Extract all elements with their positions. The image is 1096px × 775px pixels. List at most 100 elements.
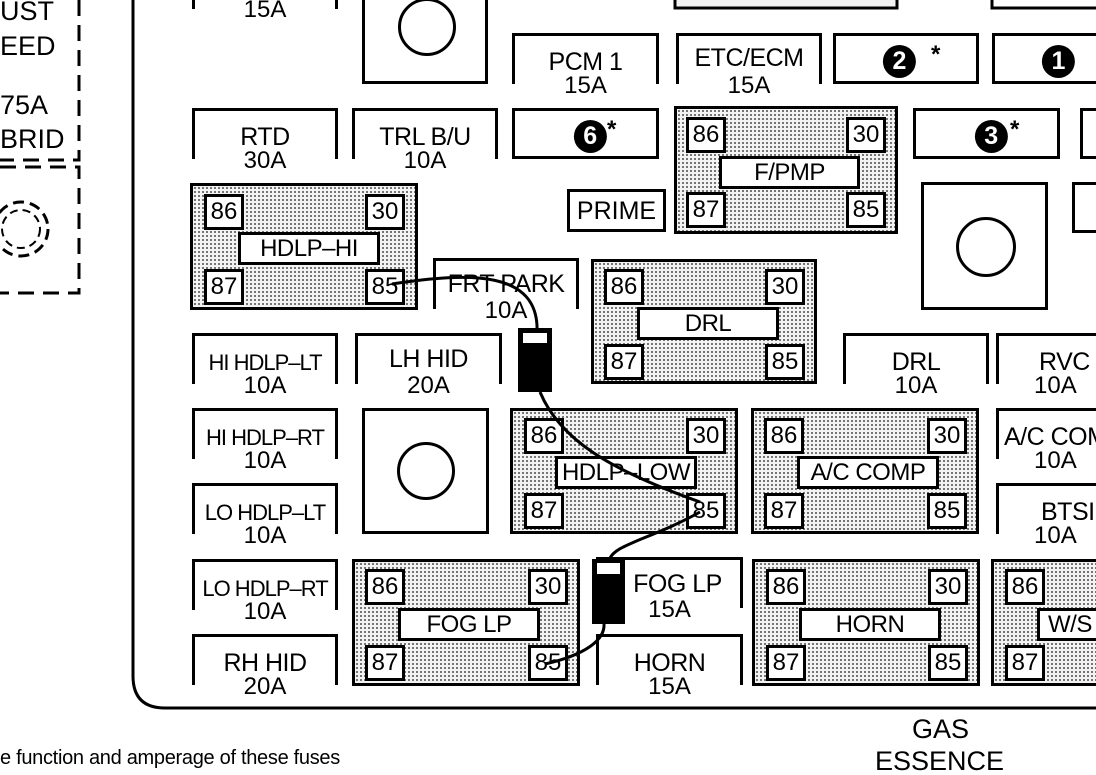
relay-fog-lp-pin-85: 85: [528, 645, 568, 681]
fuse-numbered-2: 2 *: [833, 33, 979, 84]
test-probe-upper: [518, 328, 552, 392]
socket-middle: [362, 408, 489, 534]
fuse-hi-hdlp-rt: HI HDLP–RT 10A: [192, 408, 338, 474]
relay-fog-lp-pin-86: 86: [365, 569, 405, 605]
relay-ac-comp: 86 30 87 85 A/C COMP: [751, 408, 979, 534]
relay-fog-lp: 86 30 87 85 FOG LP: [352, 559, 580, 686]
relay-hdlp-hi-pin-85: 85: [365, 269, 405, 305]
relay-fpmp-pin-86: 86: [686, 117, 726, 153]
relay-ws-pin-86: 86: [1005, 569, 1045, 605]
fuse-horn-amp: 15A: [643, 674, 696, 700]
fuse-edge-right-2: [1072, 182, 1096, 233]
fuse-etc-ecm-name: ETC/ECM: [694, 44, 805, 72]
fuse-fog-lp: FOG LP 15A: [596, 557, 743, 623]
relay-ws-label: W/S: [1037, 608, 1096, 641]
prime-connector: PRIME: [567, 189, 666, 232]
left-text-line3: 75A: [0, 90, 49, 120]
fuse-lh-hid: LH HID 20A: [355, 333, 502, 399]
fuse-pcm1: PCM 1 15A: [512, 33, 659, 99]
relay-horn-label: HORN: [799, 608, 941, 641]
relay-fpmp: 86 30 87 85 F/PMP: [674, 106, 898, 234]
fuse-rtd-name: RTD: [240, 123, 290, 151]
fuse-hi-hdlp-lt: HI HDLP–LT 10A: [192, 333, 338, 399]
fuse-btsi: BTSI 10A: [996, 483, 1096, 549]
relay-drl-pin-87: 87: [604, 344, 644, 380]
fuse-rh-hid: RH HID 20A: [192, 634, 338, 700]
relay-drl-pin-30: 30: [765, 269, 805, 305]
fuse-fog-lp-amp: 15A: [643, 597, 696, 623]
fuse-hi-hdlp-lt-amp: 10A: [238, 373, 292, 399]
fuse-btsi-amp: 10A: [1029, 523, 1082, 549]
relay-horn-pin-30: 30: [928, 569, 968, 605]
fuse-lo-hdlp-rt: LO HDLP–RT 10A: [192, 559, 338, 625]
fuse-ac-com: A/C COM 10A: [996, 408, 1096, 474]
fuse-frt-park-name: FRT PARK: [447, 270, 565, 298]
fuse-lo-hdlp-lt: LO HDLP–LT 10A: [192, 483, 338, 549]
fuse-pcm1-amp: 15A: [559, 73, 612, 99]
fuse-ac-com-name: A/C COM: [1004, 423, 1096, 451]
relay-drl-pin-86: 86: [604, 269, 644, 305]
number-6-badge: 6: [573, 120, 607, 153]
relay-ac-comp-pin-87: 87: [764, 493, 804, 529]
fuse-rtd-amp: 30A: [238, 148, 292, 174]
relay-hdlp-hi: 86 30 87 85 HDLP–HI: [190, 183, 418, 310]
asterisk-2: *: [931, 41, 941, 68]
relay-hdlp-low-pin-30: 30: [686, 418, 726, 454]
fuse-lo-hdlp-rt-name: LO HDLP–RT: [202, 576, 328, 601]
fuse-lh-hid-amp: 20A: [402, 373, 455, 399]
fuse-hi-hdlp-lt-name: HI HDLP–LT: [208, 350, 322, 375]
number-3-badge: 3: [974, 120, 1008, 153]
number-2-badge: 2: [882, 45, 916, 78]
relay-hdlp-hi-pin-86: 86: [204, 194, 244, 230]
fuse-numbered-1: 1: [992, 33, 1096, 84]
relay-hdlp-hi-label: HDLP–HI: [238, 232, 380, 265]
fuse-btsi-name: BTSI: [1041, 498, 1095, 526]
relay-drl-label: DRL: [637, 307, 779, 340]
socket-top: [362, 0, 488, 84]
fuse-ac-com-amp: 10A: [1029, 448, 1082, 474]
relay-fog-lp-pin-87: 87: [365, 645, 405, 681]
relay-fog-lp-pin-30: 30: [528, 569, 568, 605]
footer-gas: GAS: [912, 714, 970, 744]
relay-hdlp-low-label: HDLP–LOW: [555, 456, 697, 489]
relay-fpmp-pin-87: 87: [686, 192, 726, 228]
relay-ac-comp-pin-85: 85: [927, 493, 967, 529]
fuse-drl-name: DRL: [891, 348, 941, 376]
relay-fpmp-pin-30: 30: [846, 117, 886, 153]
fuse-lo-hdlp-lt-amp: 10A: [238, 523, 292, 549]
relay-ac-comp-pin-30: 30: [927, 418, 967, 454]
fuse-rh-hid-amp: 20A: [238, 674, 292, 700]
fuse-lh-hid-name: LH HID: [389, 345, 468, 373]
relay-fog-lp-label: FOG LP: [398, 608, 540, 641]
asterisk-3: *: [1010, 116, 1020, 143]
fuse-edge-right: [1080, 108, 1096, 159]
fuse-fog-lp-name: FOG LP: [633, 570, 722, 598]
relay-ac-comp-pin-86: 86: [764, 418, 804, 454]
fuse-trl-bu-name: TRL B/U: [379, 123, 471, 151]
fuse-drl: DRL 10A: [843, 333, 989, 399]
asterisk-6: *: [607, 116, 617, 143]
relay-hdlp-low-pin-85: 85: [686, 493, 726, 529]
relay-ws-pin-87: 87: [1005, 645, 1045, 681]
fuse-horn-name: HORN: [633, 649, 706, 677]
fuse-etc-ecm-amp: 15A: [722, 73, 776, 99]
relay-horn-pin-87: 87: [766, 645, 806, 681]
fuse-top-left: 15A: [192, 0, 338, 23]
fuse-frt-park-amp: 10A: [479, 298, 533, 324]
fuse-hi-hdlp-rt-name: HI HDLP–RT: [206, 425, 325, 450]
fuse-trl-bu: TRL B/U 10A: [352, 108, 498, 174]
relay-ws: 86 87 W/S: [991, 559, 1096, 686]
fuse-rvc: RVC 10A: [996, 333, 1096, 399]
fuse-hi-hdlp-rt-amp: 10A: [238, 448, 292, 474]
relay-hdlp-hi-pin-87: 87: [204, 269, 244, 305]
fuse-horn: HORN 15A: [596, 634, 743, 700]
fuse-rtd: RTD 30A: [192, 108, 338, 174]
fuse-etc-ecm: ETC/ECM 15A: [676, 33, 822, 99]
fuse-top-left-amp: 15A: [238, 0, 292, 23]
left-text-line2: EED: [0, 31, 56, 61]
relay-ac-comp-label: A/C COMP: [797, 456, 939, 489]
fuse-frt-park: FRT PARK 10A: [433, 258, 579, 324]
relay-fpmp-pin-85: 85: [846, 192, 886, 228]
fuse-numbered-3: 3 *: [913, 108, 1060, 159]
